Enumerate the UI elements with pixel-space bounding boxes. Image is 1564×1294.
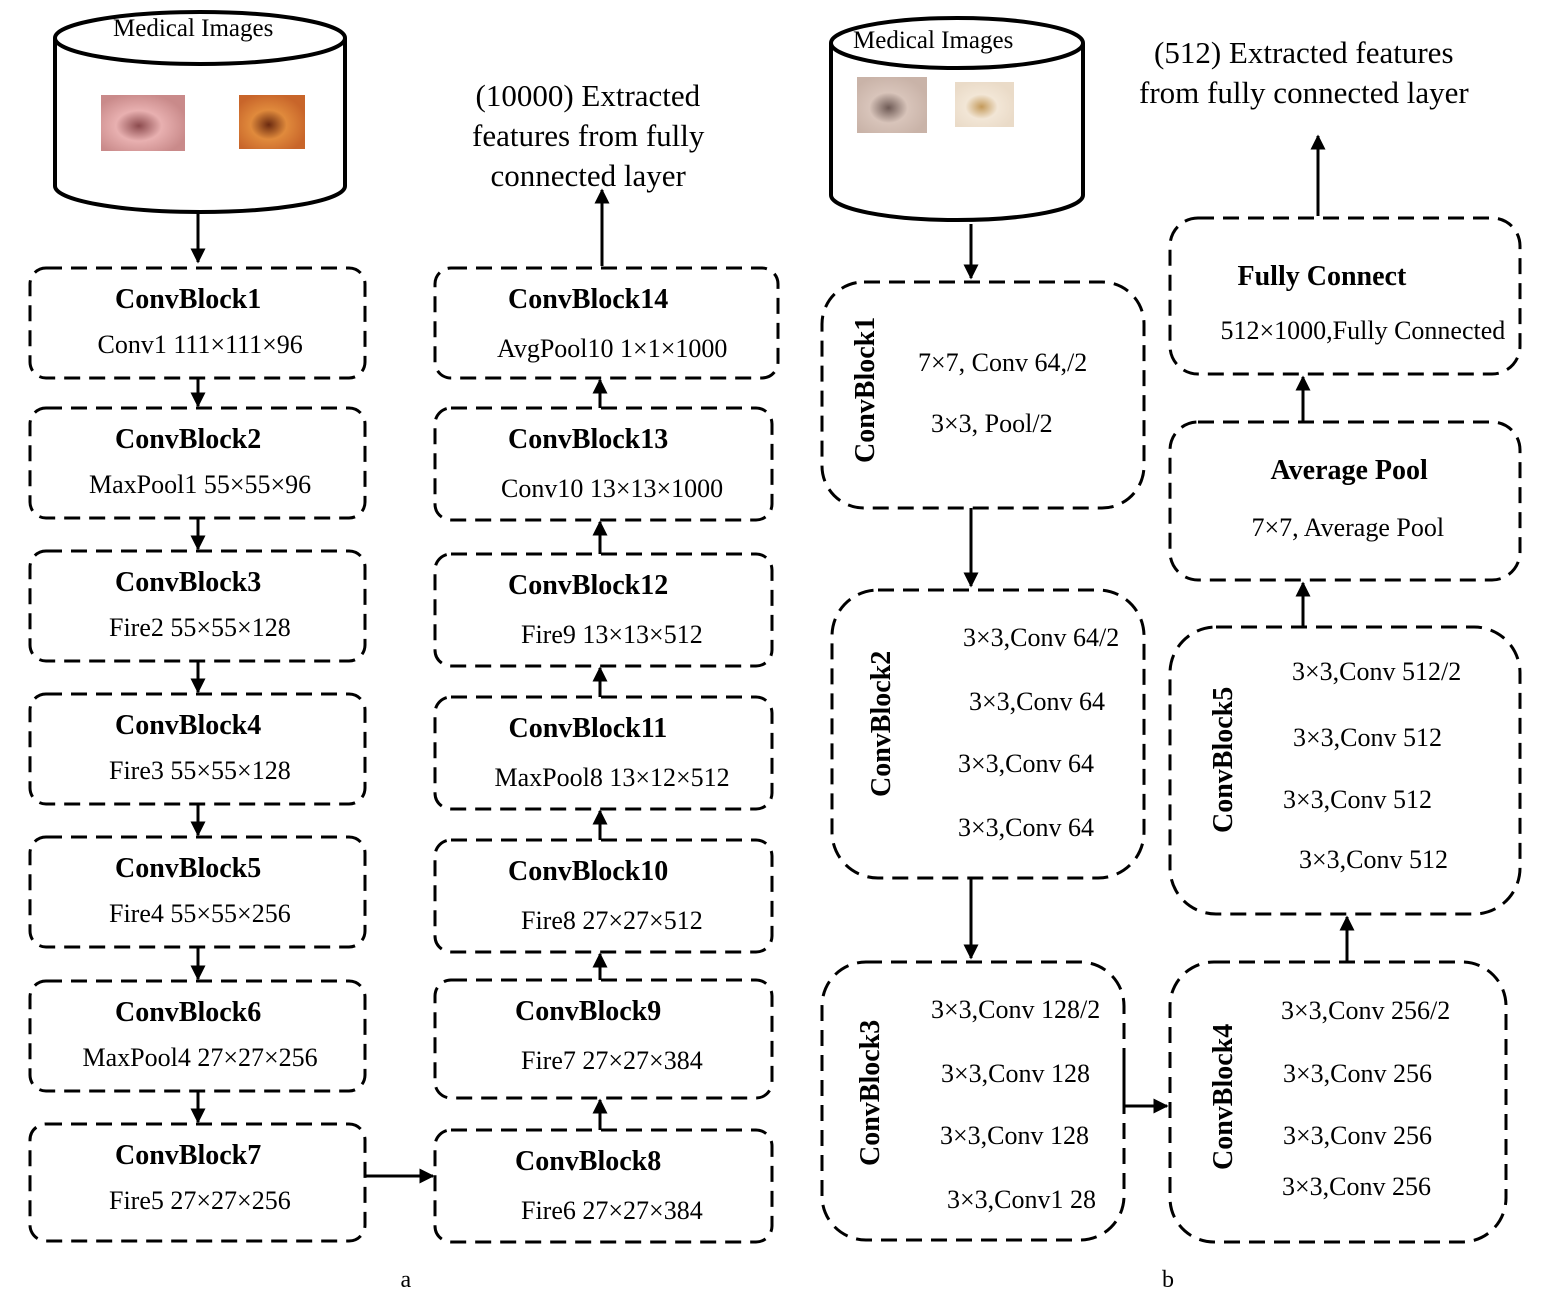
block-a-4-frame <box>28 692 367 806</box>
block-b-2-frame <box>830 588 1146 880</box>
average-pool-frame <box>1168 420 1522 582</box>
block-a-9-frame <box>433 978 774 1100</box>
block-b-1-frame <box>820 280 1146 510</box>
block-a-6-frame <box>28 979 367 1093</box>
block-a-10-frame <box>433 838 774 954</box>
block-b-5-frame <box>1168 625 1522 916</box>
block-a-3-frame <box>28 549 367 663</box>
block-a-11-frame <box>433 695 774 811</box>
block-a-14-frame <box>433 266 780 380</box>
fully-connect-frame <box>1168 216 1522 376</box>
block-b-4-frame <box>1168 960 1508 1244</box>
block-a-13-frame <box>433 406 774 522</box>
block-a-2-frame <box>28 406 367 520</box>
block-a-5-frame <box>28 835 367 949</box>
block-a-12-frame <box>433 552 774 668</box>
database-a-top <box>53 10 347 66</box>
block-a-8-frame <box>433 1128 774 1244</box>
database-a-body <box>53 38 347 214</box>
database-b-top <box>829 16 1085 70</box>
database-b-body <box>829 43 1085 222</box>
block-a-1-frame <box>28 266 367 380</box>
block-b-3-frame <box>820 960 1126 1242</box>
block-a-7-frame <box>28 1122 367 1243</box>
arrow-b-3-to-4 <box>1122 1058 1169 1114</box>
